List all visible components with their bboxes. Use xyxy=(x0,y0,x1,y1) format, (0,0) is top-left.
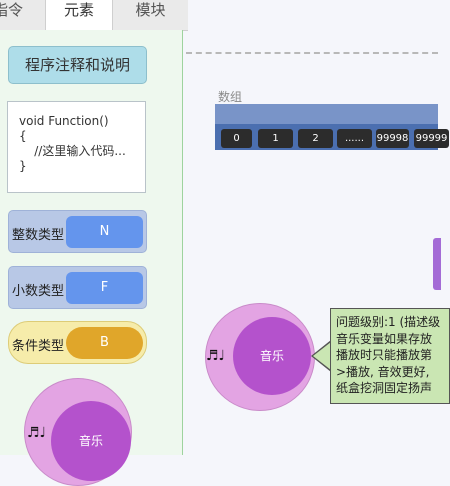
music-note-icon: ♬♩ xyxy=(206,348,226,364)
tab-elements[interactable]: 元素 xyxy=(46,0,113,31)
music-element-canvas[interactable]: 音乐 ♬♩ xyxy=(205,303,315,411)
boolean-type-block[interactable]: 条件类型 B xyxy=(8,321,147,364)
tab-modules[interactable]: 模块 xyxy=(113,0,188,31)
array-cell: 99999 xyxy=(414,129,449,148)
integer-type-label: 整数类型 xyxy=(12,228,65,243)
array-cell: 2 xyxy=(298,129,333,148)
integer-type-block[interactable]: 整数类型 N xyxy=(8,210,147,253)
problem-tooltip: 问题级别:1 (描述级 音乐变量如果存放 播放时只能播放第 >播放, 音效更好,… xyxy=(330,308,450,404)
tab-instructions[interactable]: 指令 xyxy=(0,0,46,31)
element-edge[interactable] xyxy=(433,238,441,290)
array-cell: ...... xyxy=(337,129,372,148)
code-line: //这里输入代码... xyxy=(19,144,126,158)
music-core: 音乐 xyxy=(233,317,311,395)
music-label: 音乐 xyxy=(78,434,103,448)
tooltip-line: 播放时只能播放第 xyxy=(336,348,433,362)
code-line: { xyxy=(19,129,27,143)
comment-block[interactable]: 程序注释和说明 xyxy=(8,46,147,84)
code-line: } xyxy=(19,159,27,173)
element-palette: 程序注释和说明 void Function() { //这里输入代码... } … xyxy=(0,30,183,486)
music-label: 音乐 xyxy=(259,349,284,363)
code-line: void Function() xyxy=(19,114,109,128)
tooltip-line: 问题级别:1 (描述级 xyxy=(336,315,441,329)
array-element[interactable]: 0 1 2 ...... 99998 99999 xyxy=(215,104,449,150)
tooltip-line: 音乐变量如果存放 xyxy=(336,331,433,346)
tab-label: 指令 xyxy=(0,1,24,19)
tab-label: 模块 xyxy=(135,1,166,19)
music-element[interactable]: 音乐 ♬♩ xyxy=(24,378,132,486)
tooltip-line: >播放, 音效更好, xyxy=(336,364,430,379)
tooltip-pointer-fill xyxy=(313,342,331,370)
array-title: 数组 xyxy=(218,90,243,104)
music-note-icon: ♬♩ xyxy=(27,425,47,441)
music-core: 音乐 xyxy=(51,401,131,481)
tooltip-line: 纸盒挖洞固定扬声 xyxy=(336,381,433,395)
tab-label: 元素 xyxy=(63,1,94,19)
tab-bar: 指令 元素 模块 xyxy=(0,0,438,31)
array-cell: 1 xyxy=(258,129,293,148)
array-cell: 99998 xyxy=(376,129,409,148)
function-code-block[interactable]: void Function() { //这里输入代码... } xyxy=(7,101,146,193)
float-type-label: 小数类型 xyxy=(12,284,65,299)
divider-line xyxy=(186,52,438,54)
boolean-type-label: 条件类型 xyxy=(12,339,65,354)
float-type-block[interactable]: 小数类型 F xyxy=(8,266,147,309)
array-cell: 0 xyxy=(221,129,252,148)
float-type-chip: F xyxy=(66,272,143,304)
integer-type-chip: N xyxy=(66,216,143,248)
boolean-type-chip: B xyxy=(66,327,143,359)
